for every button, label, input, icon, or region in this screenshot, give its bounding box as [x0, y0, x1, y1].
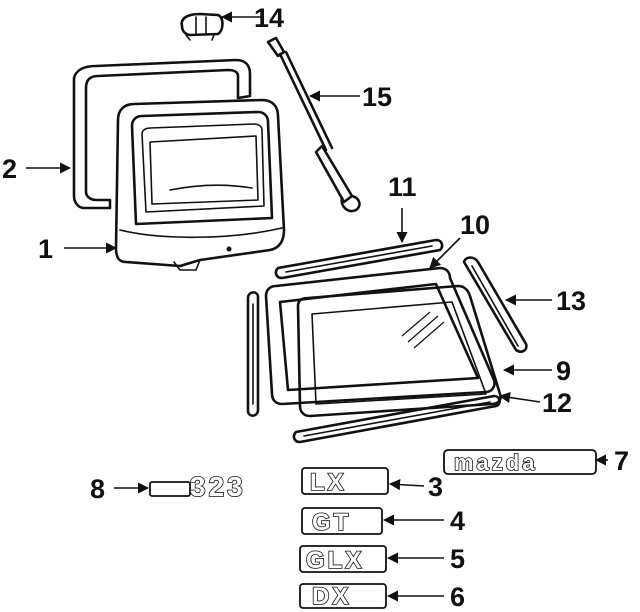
callout-5: 5	[450, 544, 465, 574]
callout-4: 4	[450, 506, 465, 536]
callout-11: 11	[388, 172, 417, 202]
emblem-mazda-text: mazda	[454, 450, 537, 475]
part-11-upper-molding	[274, 238, 444, 280]
callout-13: 13	[556, 286, 586, 316]
part-2-weatherstrip	[72, 58, 252, 210]
leader-12	[498, 391, 541, 404]
emblem-lx: LX	[301, 467, 389, 497]
callout-7: 7	[614, 446, 629, 476]
emblem-lx-text: LX	[310, 469, 347, 496]
callout-14: 14	[254, 3, 284, 33]
callout-9: 9	[556, 356, 571, 386]
part-14-bracket	[180, 12, 224, 41]
emblem-gt: GT	[301, 507, 383, 537]
callout-8: 8	[90, 474, 105, 504]
callout-3: 3	[428, 472, 443, 502]
callouts: 14 15 2 1 11 10 13 9 12 7 8 3 4 5 6	[2, 3, 629, 612]
callout-2: 2	[2, 154, 17, 184]
emblem-323: 323	[149, 470, 246, 503]
part-10-back-glass	[264, 266, 496, 406]
callout-10: 10	[460, 210, 490, 240]
callout-6: 6	[450, 582, 465, 612]
emblem-dx-text: DX	[312, 583, 351, 610]
emblem-dx: DX	[299, 582, 387, 611]
leader-10	[429, 237, 461, 269]
emblem-323-text: 323	[190, 471, 246, 502]
part-12-lower-molding	[292, 394, 501, 444]
callout-1: 1	[38, 234, 53, 264]
emblem-glx-text: GLX	[306, 547, 364, 574]
part-13-side-molding	[462, 256, 528, 353]
part-1-liftgate	[114, 98, 286, 271]
emblem-mazda: mazda	[443, 449, 597, 476]
callout-12: 12	[542, 388, 572, 418]
emblem-gt-text: GT	[312, 509, 351, 536]
leader-3	[388, 479, 425, 491]
callout-15: 15	[362, 82, 392, 112]
left-side-molding	[246, 291, 260, 417]
emblem-glx: GLX	[299, 545, 387, 575]
